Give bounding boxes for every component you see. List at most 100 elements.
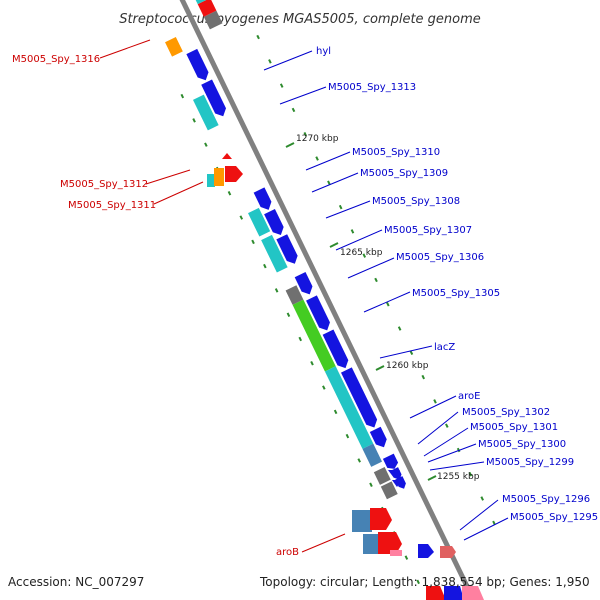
leader-1316 (99, 39, 151, 59)
gene-label[interactable]: M5005_Spy_1310 (352, 147, 440, 158)
outer-dotted-track (256, 34, 496, 526)
track-dot (338, 204, 343, 210)
track-dot (227, 191, 232, 196)
track-dot (369, 482, 373, 487)
gene-lacZ[interactable] (340, 367, 380, 430)
gene-aroE-steel[interactable] (362, 443, 383, 467)
gene-red-top[interactable] (197, 0, 217, 17)
gene-bottom-blue[interactable] (444, 586, 464, 600)
track-dot (421, 374, 426, 380)
leader-1300 (427, 443, 477, 463)
gene-aroB-red-b[interactable] (378, 532, 402, 554)
gene-spy-1310[interactable] (253, 187, 274, 212)
gene-spy-1313-cyan[interactable] (192, 94, 219, 131)
track-dot (386, 302, 390, 307)
gene-labels: M5005_Spy_1316 hylM5005_Spy_1313M5005_Spy… (12, 46, 598, 558)
gene-label[interactable]: M5005_Spy_1313 (328, 82, 416, 93)
track-dot (357, 458, 361, 463)
track-dot (404, 555, 409, 560)
accession-text: Accession: NC_007297 (8, 575, 144, 589)
gene-label[interactable]: M5005_Spy_1316 (12, 54, 100, 65)
leader-1306 (347, 257, 395, 279)
gene-label[interactable]: M5005_Spy_1307 (384, 225, 472, 236)
gene-spy-1308[interactable] (276, 234, 300, 266)
gene-spy-1313-b[interactable] (201, 79, 228, 118)
gene-label[interactable]: aroE (458, 391, 480, 402)
gene-lacZ-cyan[interactable] (324, 366, 374, 449)
track-dot (286, 312, 291, 317)
tick-1255 (427, 475, 437, 481)
gene-gray-top[interactable] (203, 10, 223, 30)
gene-spy-1309[interactable] (264, 209, 286, 238)
gene-label[interactable]: hyl (316, 46, 331, 57)
gene-spy-1311-red[interactable] (225, 166, 243, 182)
gene-label[interactable]: M5005_Spy_1305 (412, 288, 500, 299)
gene-aroE[interactable] (369, 426, 390, 450)
track-dot (204, 142, 208, 147)
scale-ticks: 1270 kbp 1265 kbp 1260 kbp 1255 kbp (285, 134, 480, 482)
gene-spy-1306-gray[interactable] (285, 285, 304, 305)
gene-label[interactable]: aroB (276, 547, 299, 558)
gene-bottom-pink[interactable] (462, 586, 484, 600)
gene-spy-1295[interactable] (440, 546, 456, 558)
gene-bottom-red[interactable] (426, 586, 446, 600)
gene-spy-1300-gray[interactable] (373, 466, 391, 485)
track-dot (409, 350, 414, 356)
leader-1309 (311, 172, 359, 193)
gene-label[interactable]: M5005_Spy_1301 (470, 422, 558, 433)
gene-spy-1299-gray[interactable] (380, 481, 398, 500)
gene-spy-1305-green[interactable] (292, 299, 336, 372)
gene-spy-1312-cyan[interactable] (207, 174, 215, 187)
gene-pink[interactable] (390, 550, 402, 556)
gene-spy-1296[interactable] (418, 544, 434, 558)
gene-spy-1306[interactable] (306, 295, 333, 333)
gene-label[interactable]: M5005_Spy_1302 (462, 407, 550, 418)
gene-spy-1299[interactable] (395, 476, 407, 490)
gene-label[interactable]: M5005_Spy_1308 (372, 196, 460, 207)
gene-spy-1301[interactable] (382, 453, 400, 472)
label-leader-lines (99, 39, 509, 553)
gene-small-1[interactable] (388, 470, 400, 478)
gene-label[interactable]: M5005_Spy_1311 (68, 200, 156, 211)
leader-aroB (301, 533, 346, 553)
gene-label[interactable]: M5005_Spy_1306 (396, 252, 484, 263)
track-dot (239, 215, 244, 220)
track-dot (327, 180, 331, 186)
tick-label-1270: 1270 kbp (296, 134, 339, 144)
track-dot (333, 409, 338, 415)
track-dot (303, 131, 308, 137)
track-dot (445, 423, 449, 428)
track-dot (256, 34, 260, 40)
track-dot (350, 229, 355, 234)
gene-label[interactable]: lacZ (434, 342, 455, 353)
topology-text: Topology: circular; Length: 1,838,554 bp… (259, 575, 590, 589)
gene-spy-1312-red-cap[interactable] (222, 153, 232, 159)
gene-hyl[interactable] (165, 37, 183, 57)
gene-spy-1307[interactable] (294, 271, 315, 297)
gene-aroB-steel-a[interactable] (352, 510, 372, 532)
gene-label[interactable]: M5005_Spy_1299 (486, 457, 574, 468)
gene-spy-1308-cyan[interactable] (261, 234, 288, 273)
gene-label[interactable]: M5005_Spy_1312 (60, 179, 148, 190)
gene-aroB-red-a[interactable] (370, 508, 392, 530)
gene-label[interactable]: M5005_Spy_1295 (510, 512, 598, 523)
leader-1307 (335, 229, 383, 251)
gene-spy-1305[interactable] (322, 329, 351, 371)
gene-spy-1309-cyan[interactable] (248, 207, 271, 237)
track-dot (397, 326, 402, 331)
tick-label-1265: 1265 kbp (340, 248, 383, 258)
gene-label[interactable]: M5005_Spy_1300 (478, 439, 566, 450)
track-dot (416, 579, 420, 585)
track-dot (274, 288, 279, 293)
gene-spy-1313-a[interactable] (186, 48, 211, 83)
gene-label[interactable]: M5005_Spy_1309 (360, 168, 448, 179)
track-dot (279, 83, 284, 88)
track-dot (374, 277, 378, 283)
gene-spy-1312-orange[interactable] (214, 168, 224, 186)
gene-small-2[interactable] (392, 480, 402, 487)
track-dot (345, 433, 350, 439)
reverse-strand-genes (191, 0, 223, 30)
gene-label[interactable]: M5005_Spy_1296 (502, 494, 590, 505)
leader-hyl (263, 50, 313, 71)
